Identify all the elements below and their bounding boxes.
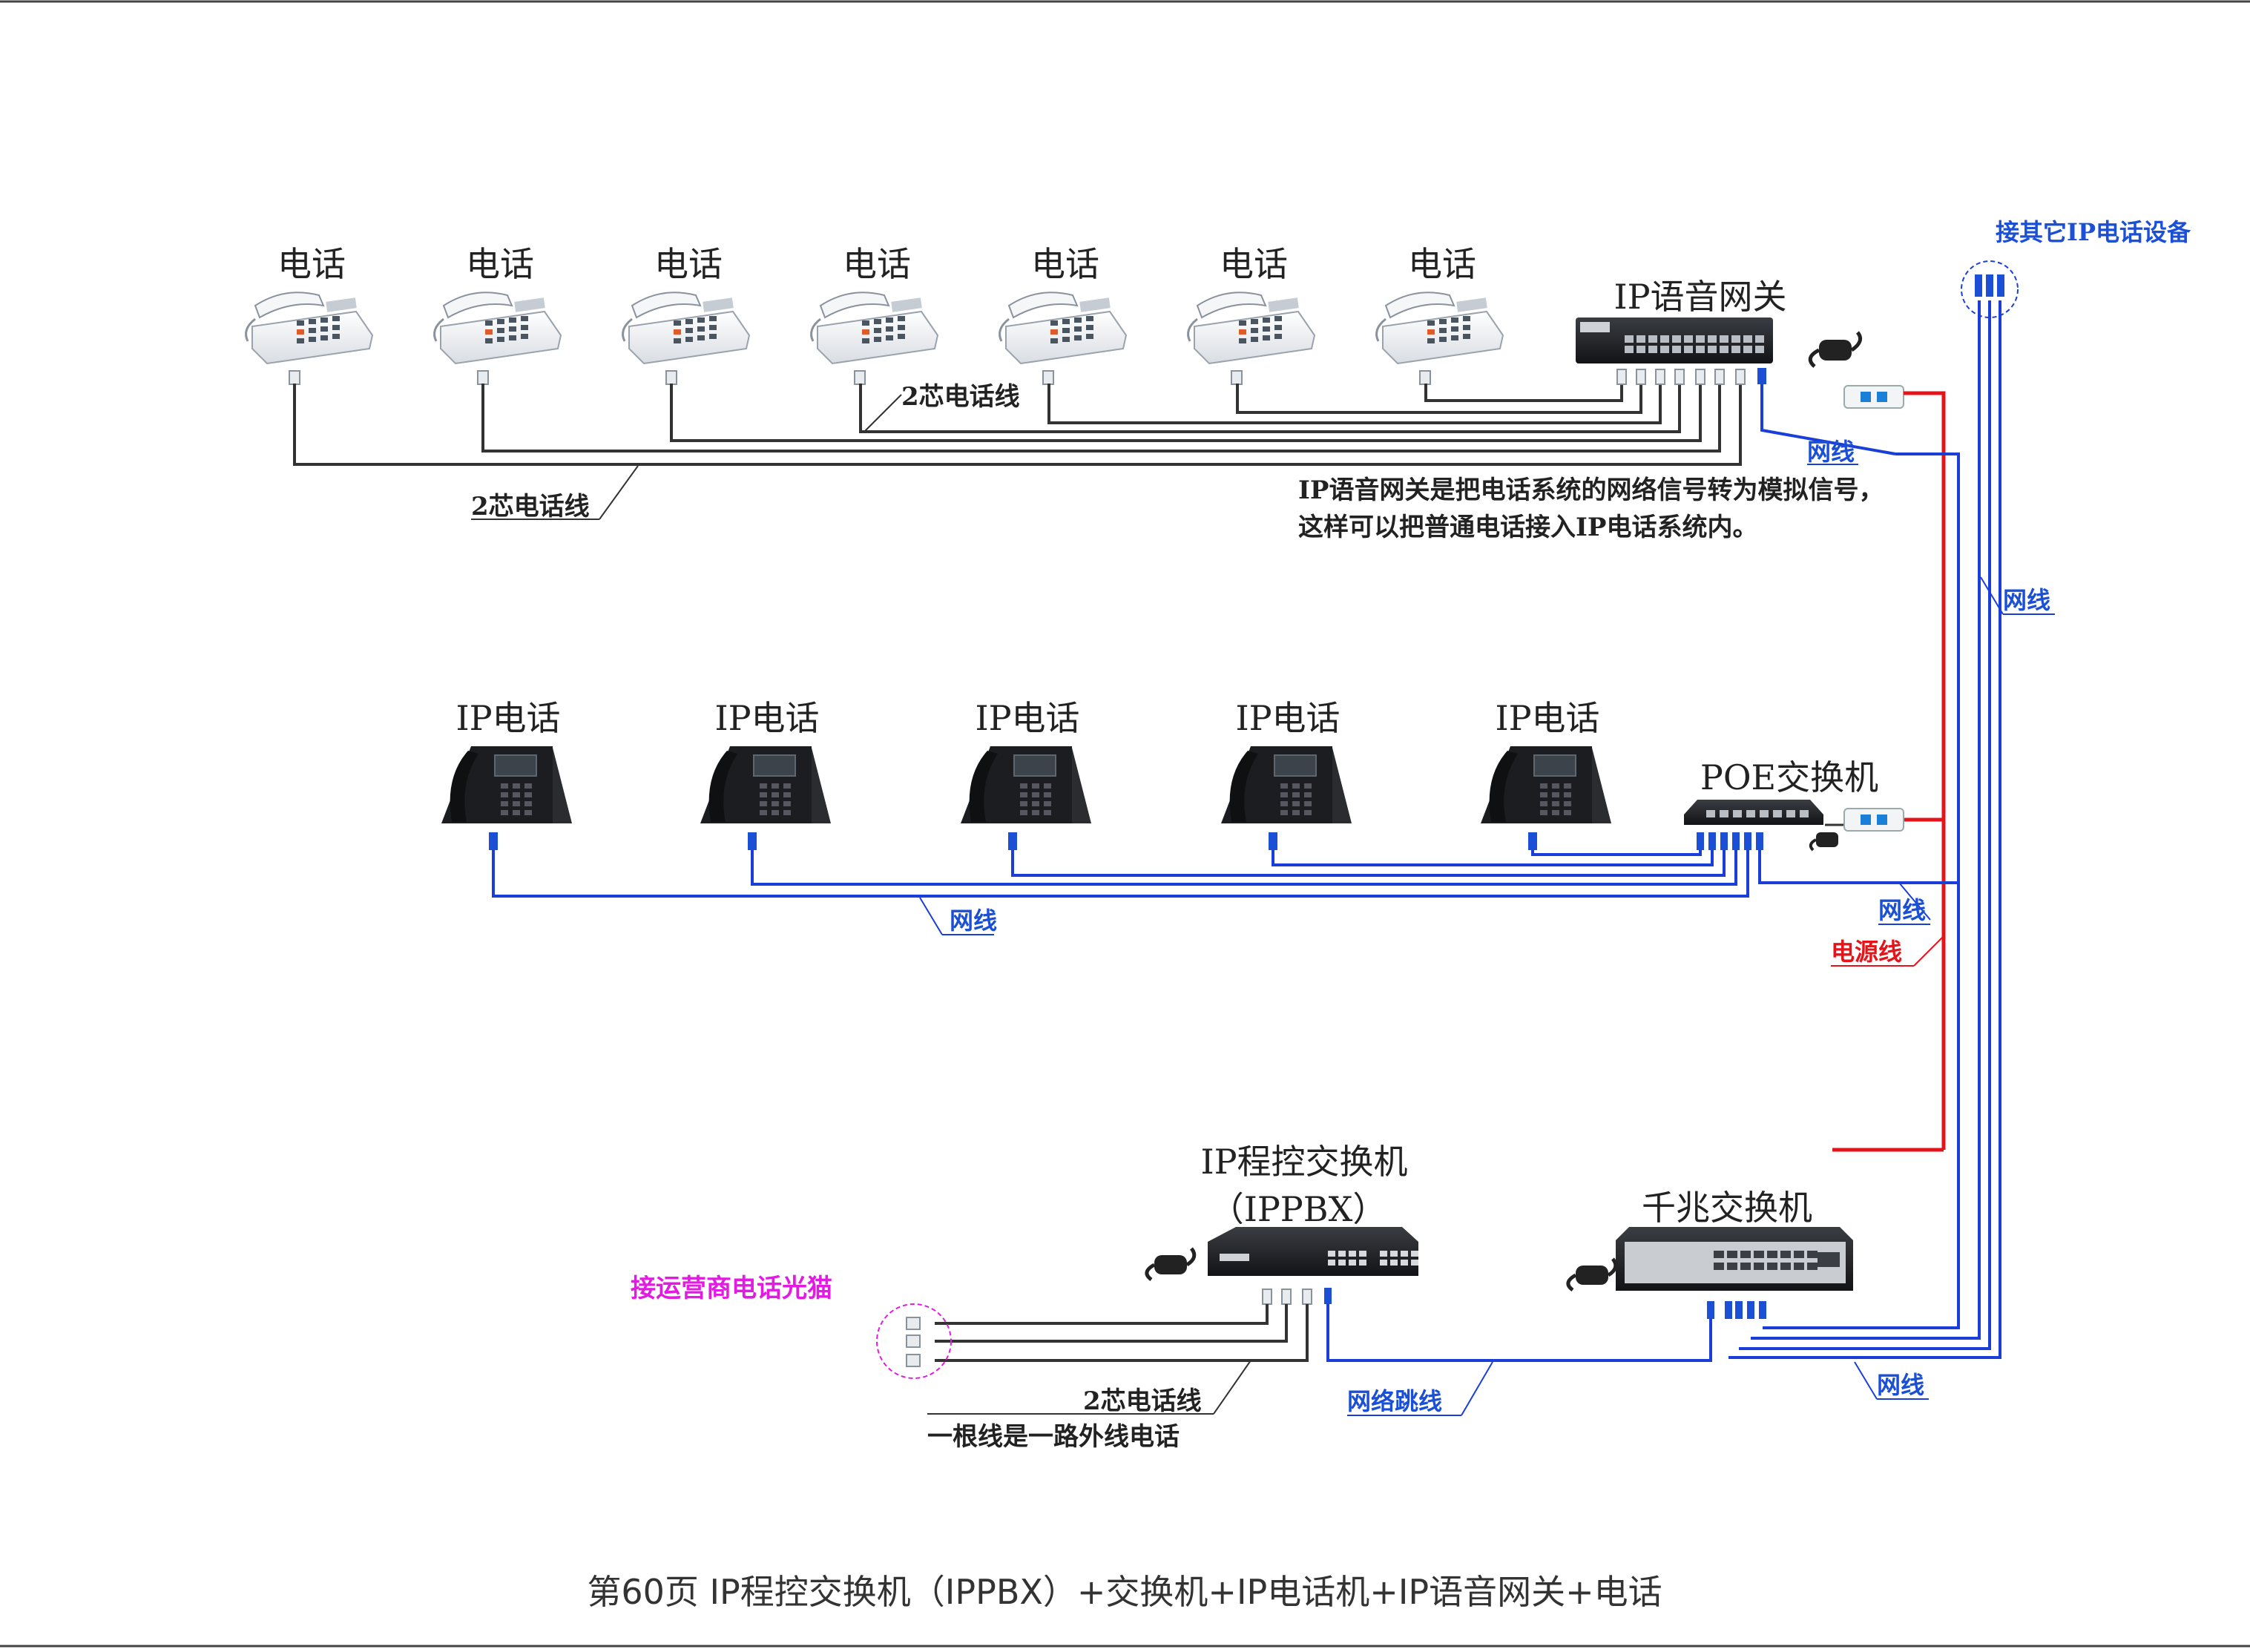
gigabit-adapter-icon <box>1566 1257 1618 1292</box>
rj45-plug-icon <box>1528 832 1537 850</box>
analog-phone-label: 电话 <box>654 244 723 284</box>
phone-line-label-lower: 2芯电话线 <box>471 492 590 521</box>
ip-phone-row: IP电话 IP电话 IP电话 IP电话 IP电话 <box>441 698 1611 850</box>
analog-phone-label: 电话 <box>843 244 911 284</box>
patch-cable-wire <box>1326 1304 1712 1362</box>
poe-uplink-wire <box>1758 850 1899 884</box>
isp-modem-plugs <box>906 1317 921 1367</box>
gateway-network-label: 网线 <box>1807 438 1855 466</box>
ip-phone-label: IP电话 <box>1495 698 1599 738</box>
ip-phone-network-wires <box>492 850 1749 898</box>
outside-line-note: 一根线是一路外线电话 <box>927 1422 1180 1452</box>
page-footer: 第60页 IP程控交换机（IPPBX）+交换机+IP电话机+IP语音网关+电话 <box>587 1572 1662 1612</box>
ip-gateway-label: IP语音网关 <box>1614 277 1786 317</box>
ip-phone: IP电话 <box>1481 698 1611 850</box>
patch-cable-label: 网络跳线 <box>1347 1387 1442 1415</box>
gigabit-switch-label: 千兆交换机 <box>1642 1188 1812 1228</box>
gateway-rj11-plugs <box>1616 369 1746 385</box>
gateway-network-wire <box>1760 384 1896 455</box>
ip-phone: IP电话 <box>441 698 572 850</box>
power-strip-1 <box>1843 385 1904 409</box>
rj45-plug-icon <box>1008 832 1017 850</box>
analog-phone-label: 电话 <box>277 244 346 284</box>
phone-line-wires <box>293 384 1742 466</box>
gateway-note-line2: 这样可以把普通电话接入IP电话系统内。 <box>1298 513 1757 542</box>
rj45-plug-icon <box>489 832 498 850</box>
poe-adapter-icon <box>1809 832 1838 852</box>
outside-phone-line-label: 2芯电话线 <box>1083 1386 1202 1416</box>
analog-phone: 电话 <box>622 244 751 385</box>
analog-phone: 电话 <box>1375 244 1504 385</box>
ip-phone-label: IP电话 <box>455 698 560 738</box>
ip-phone: IP电话 <box>1221 698 1352 850</box>
gigabit-network-label: 网线 <box>1877 1371 1924 1399</box>
poe-switch-label: POE交换机 <box>1700 757 1878 797</box>
rj11-plug-icon <box>289 370 300 385</box>
ippbx-plugs <box>1262 1288 1332 1305</box>
ip-phone-label: IP电话 <box>714 698 819 738</box>
analog-phone: 电话 <box>1187 244 1316 385</box>
backbone-wires <box>1728 300 2001 1359</box>
backbone-network-label: 网线 <box>2003 586 2050 614</box>
rj11-plug-icon <box>665 370 677 385</box>
analog-phone: 电话 <box>433 244 562 385</box>
rj11-plug-icon <box>854 370 866 385</box>
ip-phone: IP电话 <box>700 698 831 850</box>
analog-phone: 电话 <box>999 244 1128 385</box>
analog-phone-label: 电话 <box>1031 244 1099 284</box>
analog-phone: 电话 <box>810 244 939 385</box>
power-adapter-icon <box>1808 331 1863 368</box>
gateway-note-line1: IP语音网关是把电话系统的网络信号转为模拟信号， <box>1298 475 1884 505</box>
poe-switch <box>1684 800 1838 852</box>
ippbx-label: IP程控交换机 <box>1200 1142 1407 1182</box>
ip-phone: IP电话 <box>961 698 1091 850</box>
rj11-plug-icon <box>1419 370 1431 385</box>
ippbx-device <box>1208 1227 1418 1305</box>
power-line-top <box>1904 391 1946 822</box>
rj45-plug-icon <box>748 832 757 850</box>
analog-phone: 电话 <box>245 244 374 385</box>
outside-line-wires <box>935 1304 1309 1362</box>
ippbx-adapter-icon <box>1145 1247 1197 1282</box>
other-ip-devices-label: 接其它IP电话设备 <box>1996 218 2191 246</box>
rj45-plug-icon <box>1269 832 1277 850</box>
poe-uplink-label: 网线 <box>1878 896 1926 924</box>
phone-line-label-upper: 2芯电话线 <box>901 382 1020 412</box>
power-strip-2 <box>1843 808 1904 832</box>
rj11-plug-icon <box>1231 370 1243 385</box>
gateway-rj45-plug <box>1757 368 1766 384</box>
ippbx-sublabel: （IPPBX） <box>1210 1189 1387 1229</box>
gigabit-rj45-plugs <box>1707 1301 1766 1319</box>
ip-phone-network-label: 网线 <box>950 906 997 935</box>
analog-phone-label: 电话 <box>1220 244 1288 284</box>
other-devices-circle <box>1961 260 2019 318</box>
isp-modem-label: 接运营商电话光猫 <box>631 1274 832 1303</box>
poe-rj45-plugs <box>1697 832 1763 850</box>
analog-phone-label: 电话 <box>466 244 534 284</box>
analog-phone-row: 电话 电话 电话 电话 电话 电话 电话 <box>245 244 1504 385</box>
analog-phone-label: 电话 <box>1408 244 1476 284</box>
ip-phone-label: IP电话 <box>1235 698 1340 738</box>
power-line-label: 电源线 <box>1831 938 1902 966</box>
ip-phone-label: IP电话 <box>975 698 1079 738</box>
isp-modem-circle <box>876 1303 952 1379</box>
rj11-plug-icon <box>477 370 489 385</box>
ippbx-logo <box>1220 1254 1249 1261</box>
ip-gateway <box>1576 317 1863 385</box>
gigabit-switch <box>1616 1227 1853 1319</box>
gateway-logo <box>1580 322 1610 332</box>
rj11-plug-icon <box>1042 370 1054 385</box>
